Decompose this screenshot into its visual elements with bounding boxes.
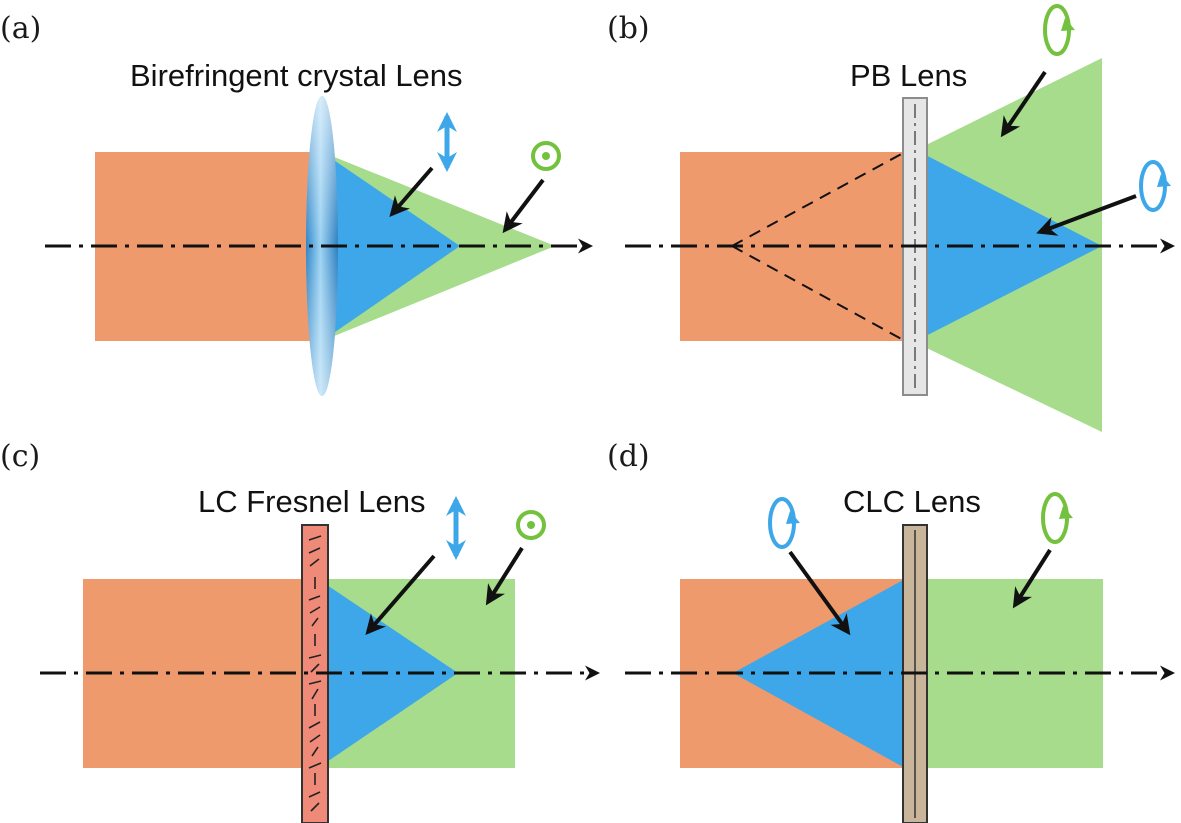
circular-arrow-icon: [1041, 492, 1073, 544]
circular-arrow-icon: [768, 497, 800, 549]
pointer-arrow: [1012, 548, 1052, 609]
circular-arrow-icon: [1139, 160, 1171, 212]
dot-circle-icon: [531, 141, 561, 171]
panel-label-b: (b): [607, 11, 650, 46]
pointer-arrow: [1036, 194, 1137, 236]
pointer-arrow: [365, 554, 436, 636]
pointer-arrow: [389, 166, 434, 218]
panel-label-d: (d): [607, 439, 650, 474]
pointer-arrow: [1000, 70, 1047, 138]
circular-arrow-icon: [1043, 4, 1075, 56]
lens-title-b: PB Lens: [850, 58, 967, 93]
panel-label-a: (a): [0, 11, 41, 46]
virtual-ray-lower: [731, 245, 906, 342]
dot-circle-icon: [516, 510, 546, 540]
panel-label-c: (c): [0, 439, 40, 474]
lc-director-marks: [308, 535, 322, 812]
pointer-arrow: [485, 546, 524, 606]
panel-d: (d) CLC Lens: [607, 439, 1175, 823]
lens-title-a: Birefringent crystal Lens: [130, 58, 463, 93]
lens-title-c: LC Fresnel Lens: [198, 484, 425, 519]
panel-a: (a) Birefringent crystal Lens: [0, 11, 593, 396]
lens-title-d: CLC Lens: [843, 484, 981, 519]
panel-c: (c) LC Fresnel Lens: [0, 439, 600, 823]
virtual-ray-upper: [731, 151, 906, 247]
pointer-arrow: [502, 178, 545, 234]
panel-b: (b) PB Lens: [607, 4, 1175, 432]
pointer-arrow: [788, 550, 851, 636]
